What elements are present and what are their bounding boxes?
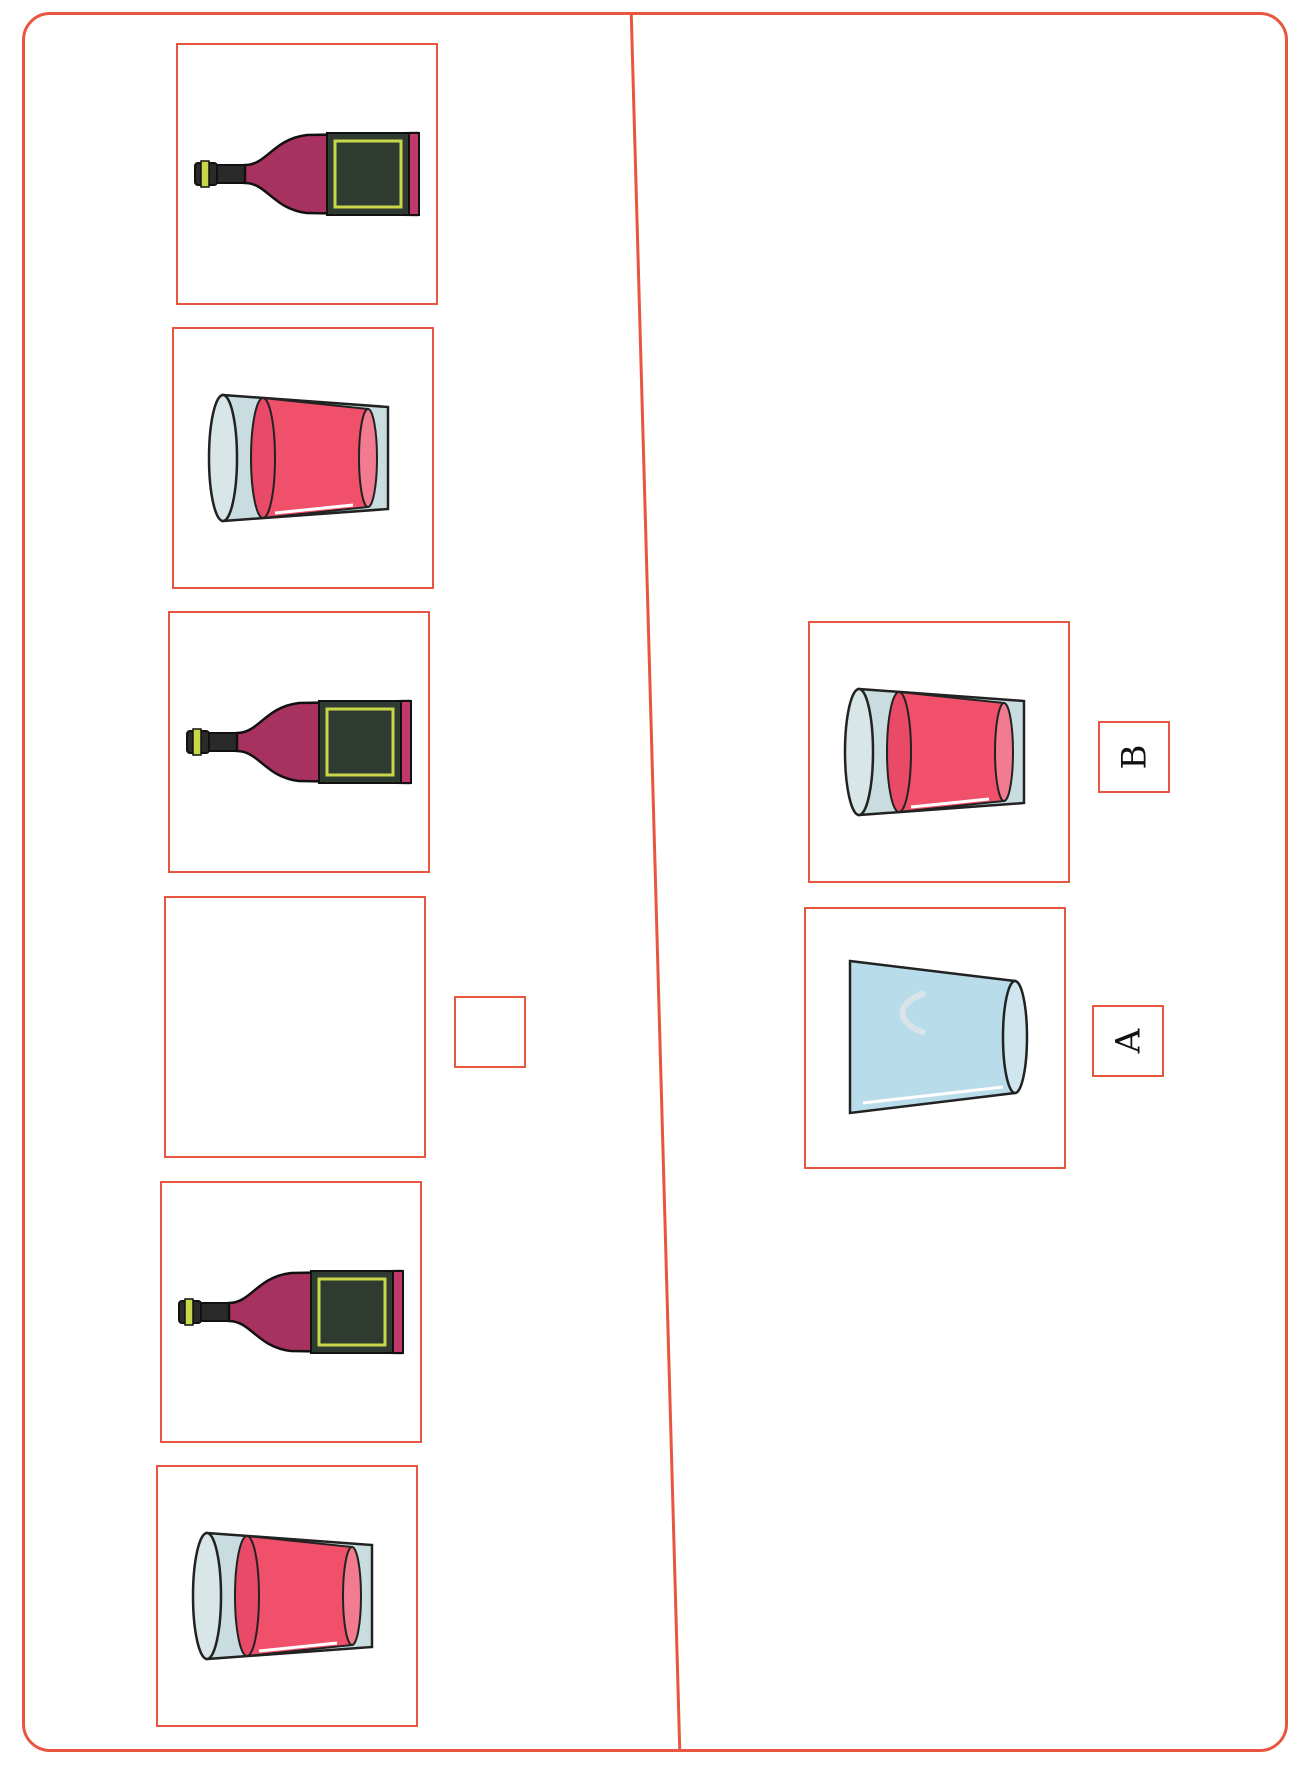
choice-label-a: A xyxy=(1092,1005,1164,1077)
sequence-card-5 xyxy=(160,1181,422,1443)
wine-bottle-icon xyxy=(171,1257,411,1367)
sequence-card-6 xyxy=(156,1465,418,1727)
juice-glass-icon xyxy=(203,383,403,533)
choice-card-b[interactable] xyxy=(808,621,1070,883)
answer-box[interactable] xyxy=(454,996,526,1068)
sequence-card-empty xyxy=(164,896,426,1158)
juice-glass-icon xyxy=(839,677,1039,827)
empty-glass-icon xyxy=(835,953,1035,1123)
choice-label-b: B xyxy=(1098,721,1170,793)
juice-glass-icon xyxy=(187,1521,387,1671)
sequence-card-3 xyxy=(168,611,430,873)
sequence-card-1 xyxy=(176,43,438,305)
wine-bottle-icon xyxy=(179,687,419,797)
choice-card-a[interactable] xyxy=(804,907,1066,1169)
sequence-card-2 xyxy=(172,327,434,589)
wine-bottle-icon xyxy=(187,119,427,229)
